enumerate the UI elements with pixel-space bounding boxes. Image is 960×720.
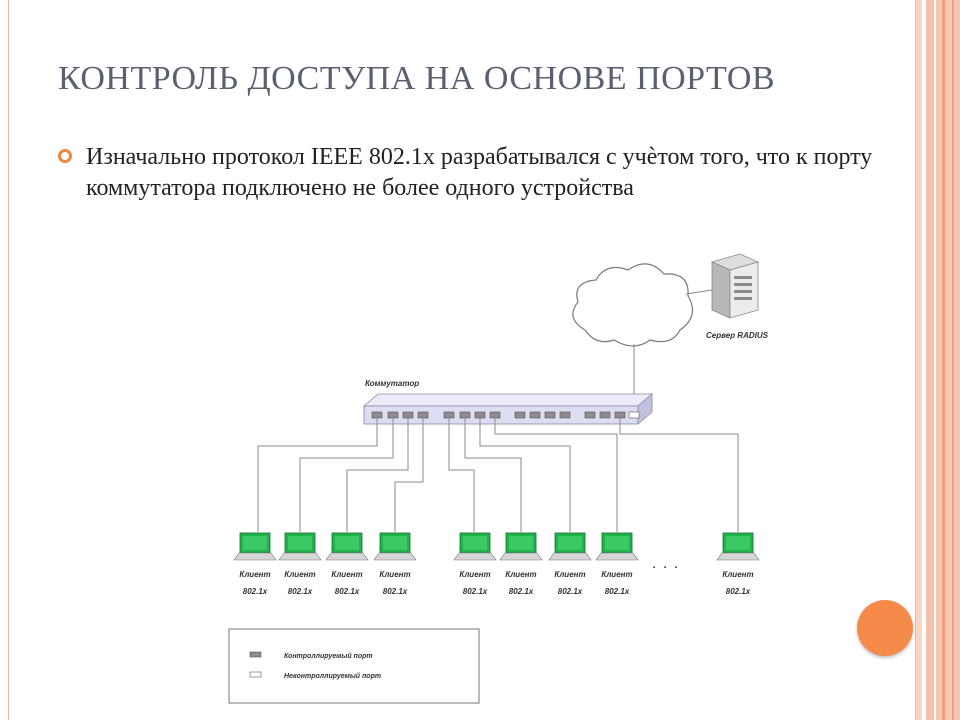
client-laptop-icon: Клиент 802.1x bbox=[499, 532, 543, 596]
cable-lines bbox=[257, 418, 739, 532]
bullet-icon bbox=[58, 149, 72, 163]
cable-line bbox=[479, 418, 571, 532]
ellipsis: . . . bbox=[652, 555, 679, 572]
controlled-port bbox=[529, 411, 541, 419]
decor-stripe bbox=[936, 0, 960, 720]
controlled-port bbox=[371, 411, 383, 419]
client-label: Клиент bbox=[505, 570, 536, 579]
controlled-port bbox=[599, 411, 611, 419]
decor-stripe bbox=[916, 0, 922, 720]
cable-line bbox=[464, 418, 522, 532]
slide-title: КОНТРОЛЬ ДОСТУПА НА ОСНОВЕ ПОРТОВ bbox=[58, 60, 776, 97]
cable-line bbox=[346, 418, 409, 532]
cable-line bbox=[619, 418, 739, 532]
client-laptop-icon: Клиент 802.1x bbox=[716, 532, 760, 596]
controlled-port bbox=[474, 411, 486, 419]
client-label: Клиент bbox=[239, 570, 270, 579]
client-label: Клиент bbox=[379, 570, 410, 579]
client-protocol-label: 802.1x bbox=[463, 587, 488, 596]
client-label: Клиент bbox=[331, 570, 362, 579]
client-protocol-label: 802.1x bbox=[335, 587, 360, 596]
client-label: Клиент bbox=[722, 570, 753, 579]
cloud-icon bbox=[572, 263, 694, 347]
controlled-port bbox=[443, 411, 455, 419]
legend-box: Контроллируемый порт Неконтроллируемый п… bbox=[228, 628, 480, 704]
decor-stripe bbox=[952, 0, 954, 720]
controlled-port bbox=[417, 411, 429, 419]
controlled-port bbox=[584, 411, 596, 419]
cable-line bbox=[299, 418, 394, 532]
client-protocol-label: 802.1x bbox=[288, 587, 313, 596]
client-label: Клиент bbox=[554, 570, 585, 579]
client-laptop-icon: Клиент 802.1x bbox=[453, 532, 497, 596]
client-laptop-icon: Клиент 802.1x bbox=[278, 532, 322, 596]
bullet-text: Изначально протокол IEEE 802.1x разрабат… bbox=[86, 144, 873, 201]
switch-ports bbox=[371, 411, 640, 419]
client-laptop-icon: Клиент 802.1x bbox=[373, 532, 417, 596]
controlled-port bbox=[387, 411, 399, 419]
client-laptop-icon: Клиент 802.1x bbox=[325, 532, 369, 596]
decor-circle bbox=[857, 600, 913, 656]
client-laptop-icon: Клиент 802.1x bbox=[548, 532, 592, 596]
controlled-port bbox=[402, 411, 414, 419]
slide-frame bbox=[8, 0, 916, 720]
client-protocol-label: 802.1x bbox=[558, 587, 583, 596]
client-group: Клиент802.1xКлиент802.1xКлиент802.1xКлие… bbox=[233, 532, 760, 596]
controlled-port bbox=[614, 411, 626, 419]
decor-stripe bbox=[942, 0, 945, 720]
client-protocol-label: 802.1x bbox=[383, 587, 408, 596]
controlled-port bbox=[459, 411, 471, 419]
controlled-port bbox=[559, 411, 571, 419]
server-link-line bbox=[685, 289, 713, 295]
client-label: Клиент bbox=[601, 570, 632, 579]
server-icon bbox=[710, 253, 760, 319]
legend-uncontrolled-label: Неконтроллируемый порт bbox=[284, 672, 381, 680]
controlled-port bbox=[544, 411, 556, 419]
client-protocol-label: 802.1x bbox=[605, 587, 630, 596]
client-protocol-label: 802.1x bbox=[726, 587, 751, 596]
client-protocol-label: 802.1x bbox=[243, 587, 268, 596]
client-protocol-label: 802.1x bbox=[509, 587, 534, 596]
cable-line bbox=[394, 418, 424, 532]
switch-label: Коммутатор bbox=[365, 379, 419, 388]
client-laptop-icon: Клиент 802.1x bbox=[595, 532, 639, 596]
legend-controlled-label: Контроллируемый порт bbox=[284, 652, 373, 660]
client-label: Клиент bbox=[284, 570, 315, 579]
cable-line bbox=[448, 418, 475, 532]
client-label: Клиент bbox=[459, 570, 490, 579]
cable-line bbox=[494, 418, 618, 532]
server-label: Сервер RADIUS bbox=[706, 331, 769, 340]
uncontrolled-port bbox=[628, 411, 640, 419]
controlled-port bbox=[514, 411, 526, 419]
controlled-port-swatch bbox=[249, 651, 262, 658]
client-laptop-icon: Клиент 802.1x bbox=[233, 532, 277, 596]
decor-stripe bbox=[926, 0, 934, 720]
controlled-port bbox=[489, 411, 501, 419]
switch-icon bbox=[362, 393, 654, 425]
cable-line bbox=[257, 418, 378, 532]
uncontrolled-port-swatch bbox=[249, 671, 262, 678]
